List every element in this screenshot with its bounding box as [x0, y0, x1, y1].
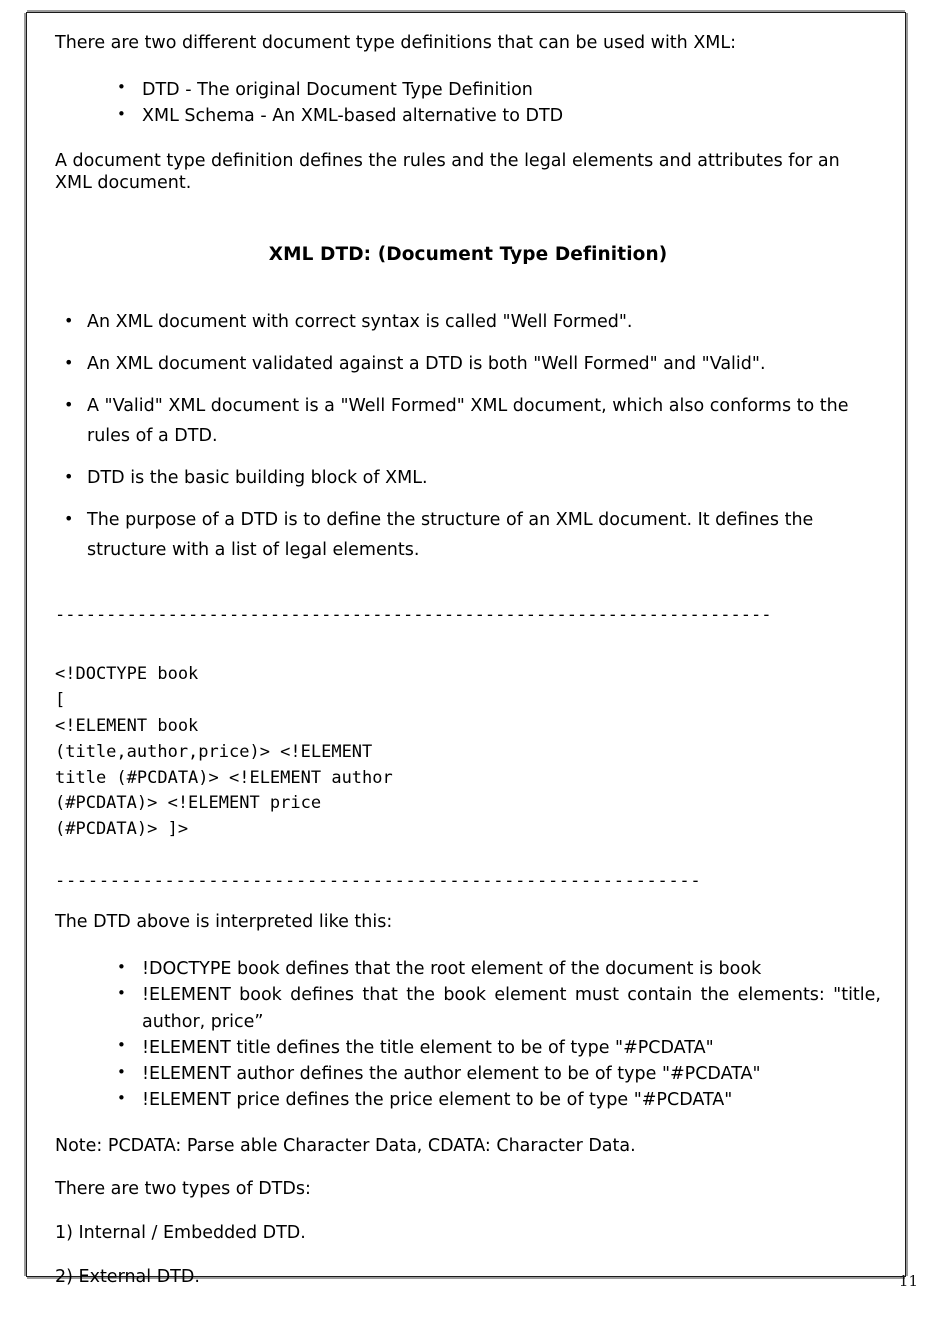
- list-item: An XML document with correct syntax is c…: [64, 307, 881, 337]
- dtd-type-external: 2) External DTD.: [55, 1267, 200, 1288]
- spacer: [55, 55, 881, 77]
- page-border: There are two different document type de…: [26, 12, 906, 1287]
- separator-bottom: ----------------------------------------…: [55, 871, 702, 892]
- list-item: The purpose of a DTD is to define the st…: [64, 505, 881, 565]
- list-item: DTD - The original Document Type Definit…: [117, 76, 881, 103]
- list-item: !ELEMENT title defines the title element…: [117, 1034, 881, 1061]
- dtd-type-internal: 1) Internal / Embedded DTD.: [55, 1223, 306, 1244]
- spacer: [55, 624, 881, 662]
- list-item: !ELEMENT price defines the price element…: [117, 1087, 881, 1113]
- separator-top: ----------------------------------------…: [55, 605, 772, 626]
- spacer: [55, 129, 881, 151]
- dtd-code-block: <!DOCTYPE book [ <!ELEMENT book (title,a…: [55, 664, 393, 840]
- list-item: A "Valid" XML document is a "Well Formed…: [64, 391, 881, 451]
- definition-types-list: DTD - The original Document Type Definit…: [55, 76, 881, 130]
- list-item: An XML document validated against a DTD …: [64, 349, 881, 379]
- section-heading: XML DTD: (Document Type Definition): [268, 243, 668, 265]
- spacer: [55, 934, 881, 956]
- spacer: [55, 1245, 881, 1267]
- spacer: [55, 843, 881, 873]
- types-lead: There are two types of DTDs:: [55, 1179, 311, 1200]
- list-item: !DOCTYPE book defines that the root elem…: [117, 956, 881, 982]
- definition-summary: A document type definition defines the r…: [55, 151, 840, 194]
- list-item: XML Schema - An XML-based alternative to…: [117, 103, 881, 129]
- list-item: !ELEMENT book defines that the book elem…: [117, 982, 881, 1035]
- spacer: [55, 890, 881, 912]
- spacer: [55, 1201, 881, 1223]
- page-number: 11: [898, 1272, 918, 1290]
- interpretation-list: !DOCTYPE book defines that the root elem…: [55, 956, 881, 1114]
- spacer: [55, 577, 881, 607]
- spacer: [55, 195, 881, 225]
- spacer: [55, 1114, 881, 1136]
- list-item: !ELEMENT author defines the author eleme…: [117, 1061, 881, 1087]
- spacer: [55, 285, 881, 307]
- interpretation-lead: The DTD above is interpreted like this:: [55, 912, 393, 933]
- note-paragraph: Note: PCDATA: Parse able Character Data,…: [55, 1135, 636, 1156]
- spacer: [55, 1157, 881, 1179]
- intro-paragraph: There are two different document type de…: [55, 33, 737, 53]
- document-content: There are two different document type de…: [55, 33, 881, 1289]
- dtd-points-list: An XML document with correct syntax is c…: [55, 307, 881, 566]
- list-item: DTD is the basic building block of XML.: [64, 463, 881, 493]
